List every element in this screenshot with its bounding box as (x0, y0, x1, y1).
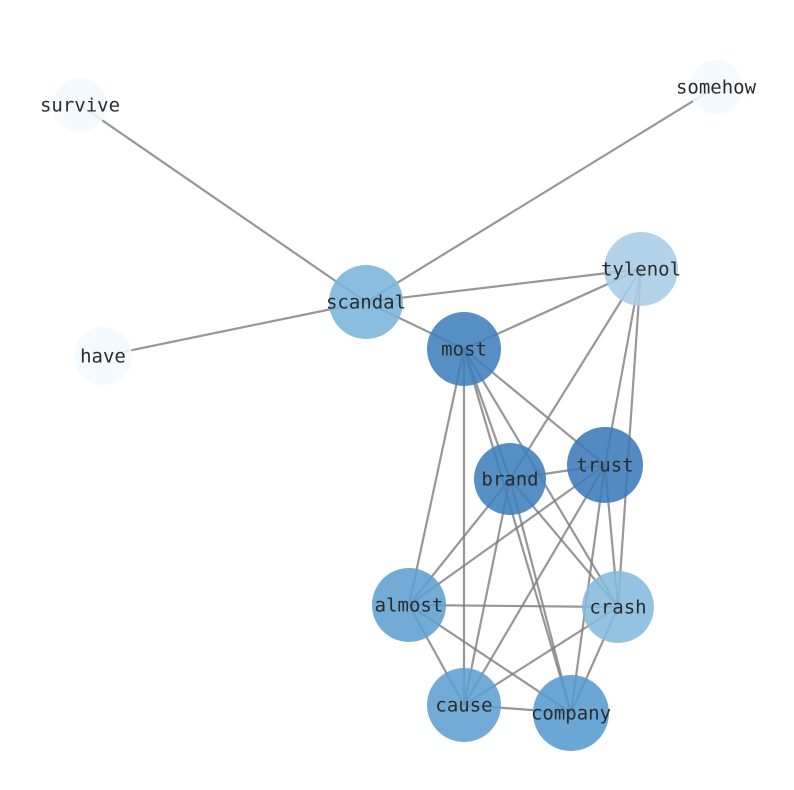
node-label-scandal: scandal (326, 292, 406, 314)
edge-have-scandal (102, 300, 367, 358)
node-trust (567, 427, 643, 503)
labels-layer: survive somehow have scandal tylenol most bran… (40, 77, 757, 725)
node-survive (53, 78, 107, 132)
node-label-somehow: somehow (676, 77, 757, 99)
node-most (427, 312, 501, 386)
node-label-most: most (441, 339, 487, 361)
node-label-cause: cause (435, 695, 492, 717)
edge-somehow-scandal (365, 86, 717, 303)
node-tylenol (604, 232, 678, 306)
node-label-company: company (531, 703, 611, 725)
node-have (74, 327, 132, 385)
node-scandal (329, 265, 403, 339)
node-somehow (689, 60, 743, 114)
node-label-have: have (80, 346, 126, 368)
edge-trust-cause (463, 464, 606, 706)
node-company (533, 675, 609, 751)
node-label-tylenol: tylenol (601, 259, 681, 281)
node-label-crash: crash (589, 597, 646, 619)
node-label-trust: trust (576, 455, 633, 477)
node-almost (372, 568, 446, 642)
edge-tylenol-brand (509, 268, 642, 480)
node-cause (427, 668, 501, 742)
node-crash (582, 571, 654, 643)
node-label-brand: brand (481, 469, 538, 491)
node-brand (474, 443, 546, 515)
node-label-survive: survive (40, 95, 120, 117)
edge-scandal-tylenol (365, 267, 642, 304)
edge-most-company (462, 348, 573, 714)
edge-brand-company (508, 478, 573, 714)
edge-brand-cause (462, 478, 512, 706)
nodes-layer (53, 60, 743, 751)
edge-most-almost (407, 348, 466, 606)
edge-trust-almost (408, 464, 606, 606)
node-label-almost: almost (375, 595, 444, 617)
edge-survive-scandal (79, 104, 367, 303)
